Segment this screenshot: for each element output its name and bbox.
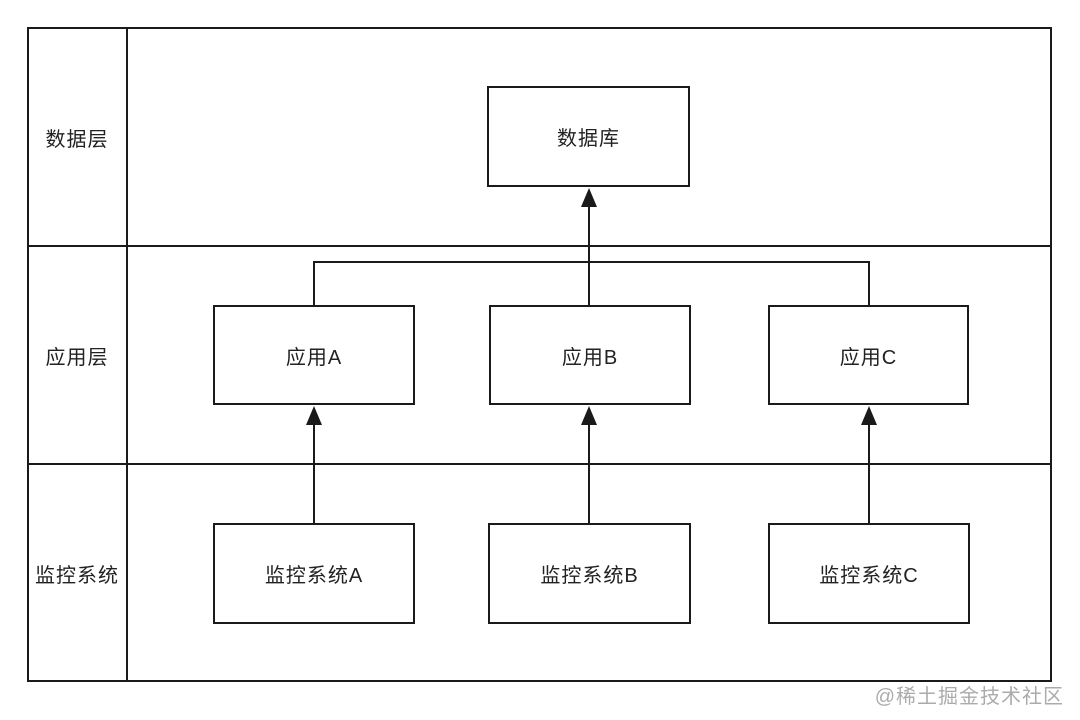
arrowhead-up-app-b-icon	[581, 406, 597, 425]
watermark-text: @稀土掘金技术社区	[874, 686, 1064, 708]
node-app-b: 应用B	[489, 305, 691, 405]
lane-label-app-layer: 应用层	[45, 346, 109, 369]
divider-data-app-layer	[27, 245, 1052, 247]
connector-bus-apps-to-database	[313, 261, 870, 263]
arrowhead-up-app-c-icon	[861, 406, 877, 425]
node-app-a: 应用A	[213, 305, 415, 405]
connector-stub-app-a	[313, 261, 315, 307]
connector-stub-app-c	[868, 261, 870, 307]
node-database: 数据库	[487, 86, 690, 187]
lane-label-column-divider	[126, 27, 128, 682]
connector-monitor-c-to-app-c	[868, 421, 870, 523]
lane-label-data-layer: 数据层	[45, 128, 109, 151]
arrowhead-up-app-a-icon	[306, 406, 322, 425]
arrowhead-up-database-icon	[581, 188, 597, 207]
lane-label-monitor-layer: 监控系统	[35, 565, 119, 587]
divider-app-monitor-layer	[27, 463, 1052, 465]
connector-monitor-a-to-app-a	[313, 421, 315, 523]
connector-line-to-database	[588, 203, 590, 307]
node-app-c: 应用C	[768, 305, 969, 405]
outer-frame	[27, 27, 1052, 682]
node-monitor-a: 监控系统A	[213, 523, 415, 624]
connector-monitor-b-to-app-b	[588, 421, 590, 523]
node-monitor-c: 监控系统C	[768, 523, 970, 624]
node-monitor-b: 监控系统B	[488, 523, 691, 624]
